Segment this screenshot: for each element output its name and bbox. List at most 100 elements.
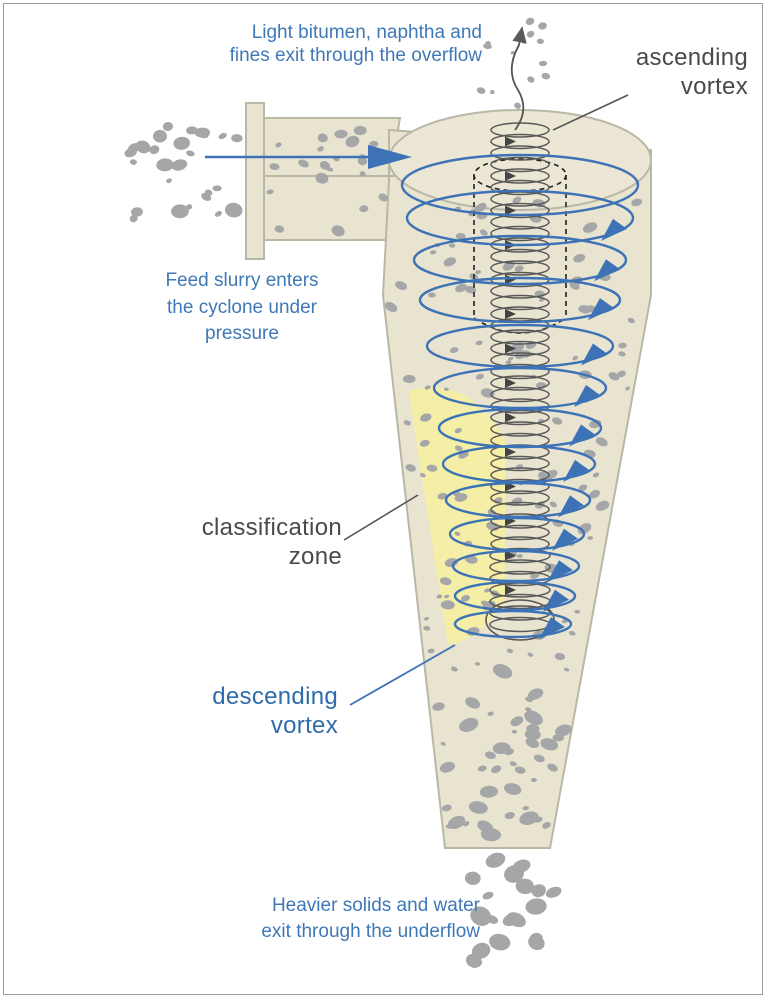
particle xyxy=(479,785,498,798)
descending-arrowhead xyxy=(574,385,600,407)
descending-arrowhead xyxy=(594,259,620,282)
particle xyxy=(527,688,544,700)
particle xyxy=(194,127,210,138)
particle xyxy=(489,933,511,951)
particle xyxy=(384,301,398,313)
particle xyxy=(471,942,491,959)
descending-vortex-leader xyxy=(349,644,456,706)
particle xyxy=(514,265,524,272)
particle xyxy=(486,915,499,924)
particle xyxy=(504,783,522,795)
underflow-line-2: exit through the underflow xyxy=(261,920,480,942)
particle xyxy=(448,243,456,248)
feed-line-1: Feed slurry enters xyxy=(165,270,319,291)
classification-zone-leader xyxy=(343,494,419,541)
descending-loop xyxy=(412,234,628,286)
ascending-coil-loop xyxy=(490,386,550,403)
particle xyxy=(482,891,494,900)
particle xyxy=(212,185,222,192)
descending-arrowhead xyxy=(539,617,565,640)
ascending-line-1: ascending xyxy=(635,44,748,71)
particle xyxy=(510,716,524,727)
particle xyxy=(527,76,535,83)
ascending-coil-loop xyxy=(489,559,551,575)
particle xyxy=(427,648,435,654)
particle xyxy=(369,140,379,148)
underflow-label: Heavier solids and water exit through th… xyxy=(180,893,480,944)
particle xyxy=(419,472,426,478)
particle xyxy=(549,501,557,508)
feed-inlet-arrow xyxy=(205,145,412,169)
ascending-vortex-label: ascending vortex xyxy=(580,44,748,102)
particle xyxy=(577,523,592,535)
overflow-exit-arrow xyxy=(510,26,527,131)
particle xyxy=(266,189,274,195)
particle xyxy=(504,812,515,819)
particle xyxy=(484,588,490,593)
particle xyxy=(359,205,369,213)
particle xyxy=(214,211,222,217)
particle xyxy=(563,667,570,672)
ascending-coil-loop xyxy=(490,133,550,150)
particle xyxy=(419,439,430,447)
particle xyxy=(424,385,431,390)
descending-arrowhead xyxy=(552,528,578,551)
particle xyxy=(475,202,487,212)
particle xyxy=(502,912,522,927)
descending-line-2: vortex xyxy=(270,711,338,739)
particle xyxy=(484,751,496,760)
particle xyxy=(516,554,523,559)
particle xyxy=(519,811,539,826)
particle xyxy=(443,387,449,391)
ascending-coil-loop xyxy=(490,294,550,311)
particle xyxy=(506,648,514,654)
particle xyxy=(538,22,547,30)
particle xyxy=(618,342,627,349)
particle xyxy=(269,163,280,170)
particle xyxy=(317,146,324,152)
particle xyxy=(491,765,502,774)
feed-line-2: the cyclone under xyxy=(167,296,317,318)
particle xyxy=(353,125,367,136)
particle xyxy=(477,765,487,772)
ascending-coil-loop xyxy=(490,225,550,242)
particle xyxy=(455,283,467,293)
particle xyxy=(521,40,527,44)
particle xyxy=(525,737,540,749)
particle xyxy=(423,616,430,621)
particle xyxy=(568,630,576,636)
particle xyxy=(480,827,501,842)
particle xyxy=(439,577,452,586)
particle xyxy=(274,225,285,233)
particle xyxy=(541,72,551,80)
ascending-coil-arrow xyxy=(505,378,516,388)
particle xyxy=(525,898,547,915)
overflow-line-1: Light bitumen, naphtha and xyxy=(251,22,482,43)
descending-arrowhead xyxy=(588,298,614,321)
ascending-coil-loop xyxy=(490,179,550,196)
particle xyxy=(204,189,213,196)
particle xyxy=(524,729,541,740)
particle xyxy=(531,884,546,898)
particle xyxy=(595,500,610,511)
particle xyxy=(492,742,511,755)
particle xyxy=(440,741,446,746)
particle xyxy=(527,652,534,657)
particle xyxy=(131,207,143,217)
particle xyxy=(475,373,484,380)
particle xyxy=(462,821,470,827)
particle xyxy=(426,464,438,472)
ascending-coil-loop xyxy=(490,490,550,506)
particle xyxy=(444,558,459,568)
particle xyxy=(479,229,488,236)
particle xyxy=(475,270,482,275)
ascending-line-2: vortex xyxy=(680,72,748,100)
particle xyxy=(319,161,331,170)
particle xyxy=(534,816,543,823)
particle xyxy=(476,87,486,94)
particle xyxy=(437,492,448,500)
particle xyxy=(551,417,563,425)
particle xyxy=(171,204,189,219)
particle xyxy=(489,89,495,95)
descending-loop xyxy=(405,189,635,247)
